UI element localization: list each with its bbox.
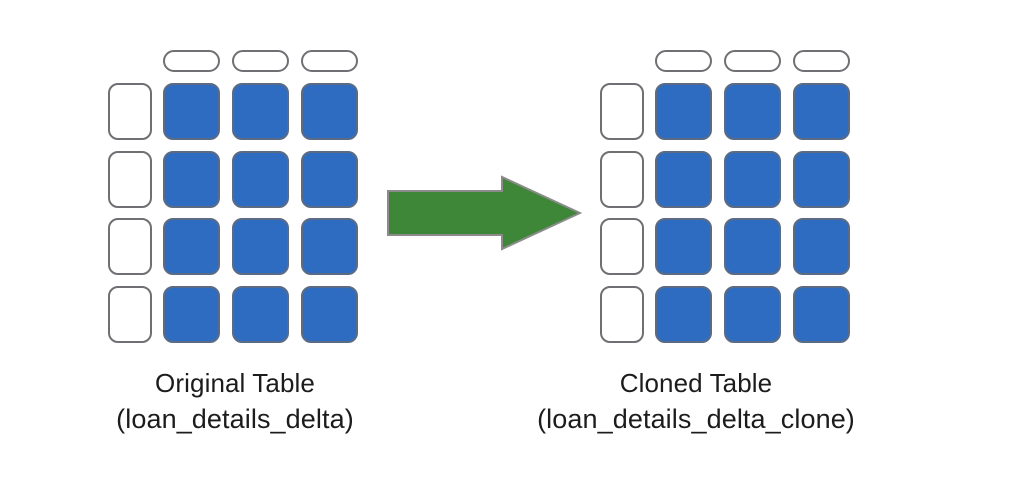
cloned-data-cell-r2c2 (724, 151, 781, 208)
original-table-caption-subtitle: (loan_details_delta) (116, 403, 354, 434)
original-data-cell-r3c3 (301, 218, 358, 275)
original-data-cell-r2c1 (163, 151, 220, 208)
original-row-label-3 (108, 218, 152, 275)
cloned-row-label-2 (600, 151, 644, 208)
right-arrow-icon (387, 175, 582, 251)
original-data-cell-r4c3 (301, 286, 358, 343)
cloned-data-cell-r4c1 (655, 286, 712, 343)
original-data-cell-r4c1 (163, 286, 220, 343)
cloned-table-caption: Cloned Table (loan_details_delta_clone) (430, 368, 962, 436)
cloned-table-caption-title: Cloned Table (619, 368, 773, 398)
cloned-data-cell-r2c1 (655, 151, 712, 208)
cloned-header-cell-1 (655, 50, 712, 72)
cloned-table-group: Cloned Table (loan_details_delta_clone) (492, 0, 1024, 477)
cloned-data-cell-r1c2 (724, 83, 781, 140)
cloned-data-cell-r1c3 (793, 83, 850, 140)
original-row-label-4 (108, 286, 152, 343)
original-row-label-2 (108, 151, 152, 208)
cloned-table-caption-subtitle: (loan_details_delta_clone) (537, 403, 855, 434)
cloned-data-cell-r2c3 (793, 151, 850, 208)
original-header-cell-2 (232, 50, 289, 72)
cloned-header-cell-3 (793, 50, 850, 72)
cloned-row-label-1 (600, 83, 644, 140)
original-table-group: Original Table (loan_details_delta) (0, 0, 470, 477)
original-data-cell-r3c2 (232, 218, 289, 275)
cloned-data-cell-r3c2 (724, 218, 781, 275)
cloned-row-label-4 (600, 286, 644, 343)
clone-flow-arrow (386, 175, 582, 251)
original-data-cell-r1c1 (163, 83, 220, 140)
original-data-cell-r3c1 (163, 218, 220, 275)
cloned-data-cell-r3c3 (793, 218, 850, 275)
cloned-data-cell-r3c1 (655, 218, 712, 275)
original-header-cell-1 (163, 50, 220, 72)
original-table-caption-title: Original Table (155, 368, 315, 398)
cloned-data-cell-r4c2 (724, 286, 781, 343)
cloned-row-label-3 (600, 218, 644, 275)
original-data-cell-r2c2 (232, 151, 289, 208)
original-data-cell-r1c2 (232, 83, 289, 140)
original-data-cell-r4c2 (232, 286, 289, 343)
original-table-caption: Original Table (loan_details_delta) (0, 368, 470, 436)
original-header-cell-3 (301, 50, 358, 72)
cloned-data-cell-r4c3 (793, 286, 850, 343)
original-data-cell-r1c3 (301, 83, 358, 140)
cloned-data-cell-r1c1 (655, 83, 712, 140)
original-data-cell-r2c3 (301, 151, 358, 208)
right-arrow-shape (387, 175, 582, 251)
original-row-label-1 (108, 83, 152, 140)
cloned-header-cell-2 (724, 50, 781, 72)
